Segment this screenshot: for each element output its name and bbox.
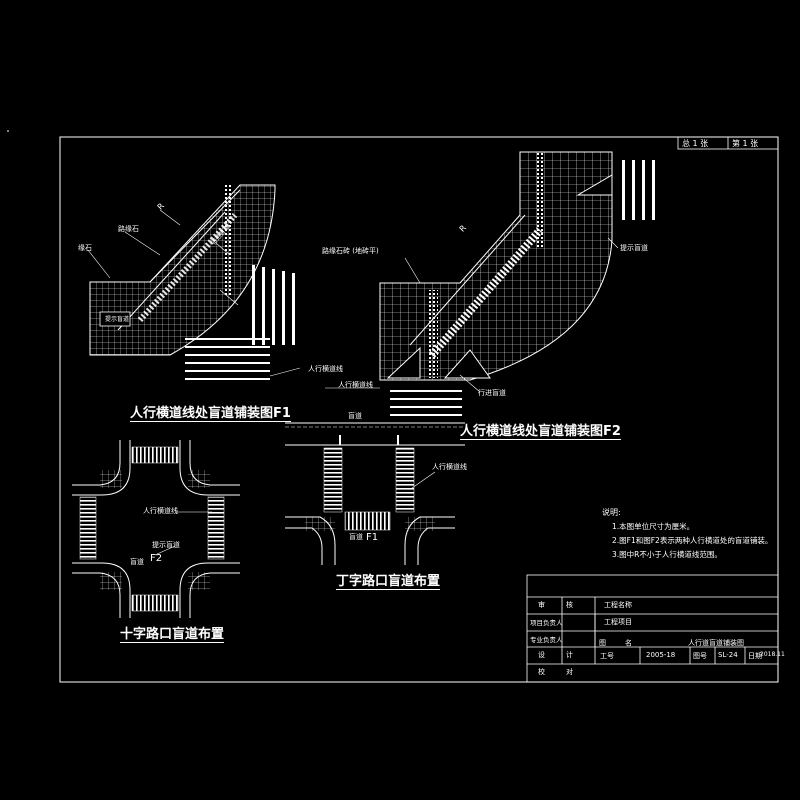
sheet-page-label: 第 1 张 (732, 139, 759, 148)
f1-crossing-horizontal (185, 338, 270, 380)
f2-title: 人行横道线处盲道铺装图F2 (460, 420, 621, 440)
cr-stop-label: 提示盲道 (152, 541, 180, 549)
cr-dir-label: 盲道 (130, 558, 144, 566)
f1-dir-label: 行进盲道 (210, 223, 232, 247)
note-item-1: 1.本图单位尺寸为厘米。 (612, 522, 695, 531)
tb-r5c2: 对 (566, 668, 573, 676)
tb-r5c3: 工号 (600, 652, 614, 660)
tb-r5c8: 2018.11 (760, 651, 785, 658)
f2-crossing-vertical (622, 160, 655, 220)
tb-r3c1: 专业负责人 (530, 636, 563, 644)
note-item-3: 3.图中R不小于人行横道线范围。 (612, 550, 722, 559)
f1-title: 人行横道线处盲道铺装图F1 (130, 402, 291, 422)
f2-crossing-horizontal (390, 390, 462, 416)
f1-r-label: R (155, 201, 166, 212)
title-block (526, 574, 779, 683)
note-item-2: 2.图F1和图F2表示两种人行横道处的盲道铺装。 (612, 536, 773, 545)
f1-crossing-vertical (252, 265, 295, 345)
sheet-total-label: 总 1 张 (682, 139, 709, 148)
tj-crossing-label: 人行横道线 (432, 463, 467, 471)
f2-stop-label: 提示盲道 (620, 244, 648, 252)
f1-stop-label: 提示盲道 (105, 316, 130, 323)
f2-crossing-label: 人行横道线 (338, 381, 373, 389)
tb-r4c1: 设 (538, 651, 545, 659)
tb-r4c2: 计 (566, 651, 573, 659)
tb-r5c4: 2005-18 (646, 651, 676, 659)
sheet-counter (677, 136, 779, 150)
tb-r2c3: 工程项目 (604, 618, 632, 626)
tb-r5c6: SL-24 (718, 651, 738, 659)
f2-dir-label: 行进盲道 (478, 389, 506, 397)
f1-edge-label: 路缘石 (118, 225, 139, 233)
tjunction-plan (285, 422, 465, 565)
tb-r5c1: 校 (538, 668, 545, 676)
tb-r5c7: 日期 (748, 652, 762, 660)
f1-crossing-label: 人行横道线 (308, 365, 343, 373)
tb-r4c5: 人行道盲道铺装图 (688, 639, 744, 647)
f2-r-label: R (457, 223, 468, 234)
tb-r2c1: 项目负责人 (530, 619, 563, 627)
cr-crossing-label: 人行横道线 (143, 507, 178, 515)
drawing-frame (59, 136, 779, 683)
cr-title: 十字路口盲道布置 (120, 623, 225, 643)
tj-f1-label: F1 (366, 532, 379, 543)
tb-r4c4: 名 (625, 639, 632, 647)
tb-r1c2: 核 (566, 601, 573, 609)
tj-dir-label: 盲道 (349, 533, 363, 541)
notes-heading: 说明: (602, 508, 621, 517)
f2-pave-label: 路缘石砖 (地砖平) (322, 247, 379, 255)
tb-r5c5: 图号 (693, 652, 707, 660)
crossroad-plan (72, 440, 240, 618)
tb-r4c3: 图 (599, 639, 606, 647)
tj-title: 丁字路口盲道布置 (336, 570, 441, 590)
tj-road-label: 盲道 (348, 412, 362, 420)
f1-curb-label: 缘石 (78, 244, 92, 252)
tb-r1c1: 审 (538, 601, 545, 609)
tb-r1c3: 工程名称 (604, 601, 632, 609)
cr-f2-label: F2 (150, 553, 163, 564)
